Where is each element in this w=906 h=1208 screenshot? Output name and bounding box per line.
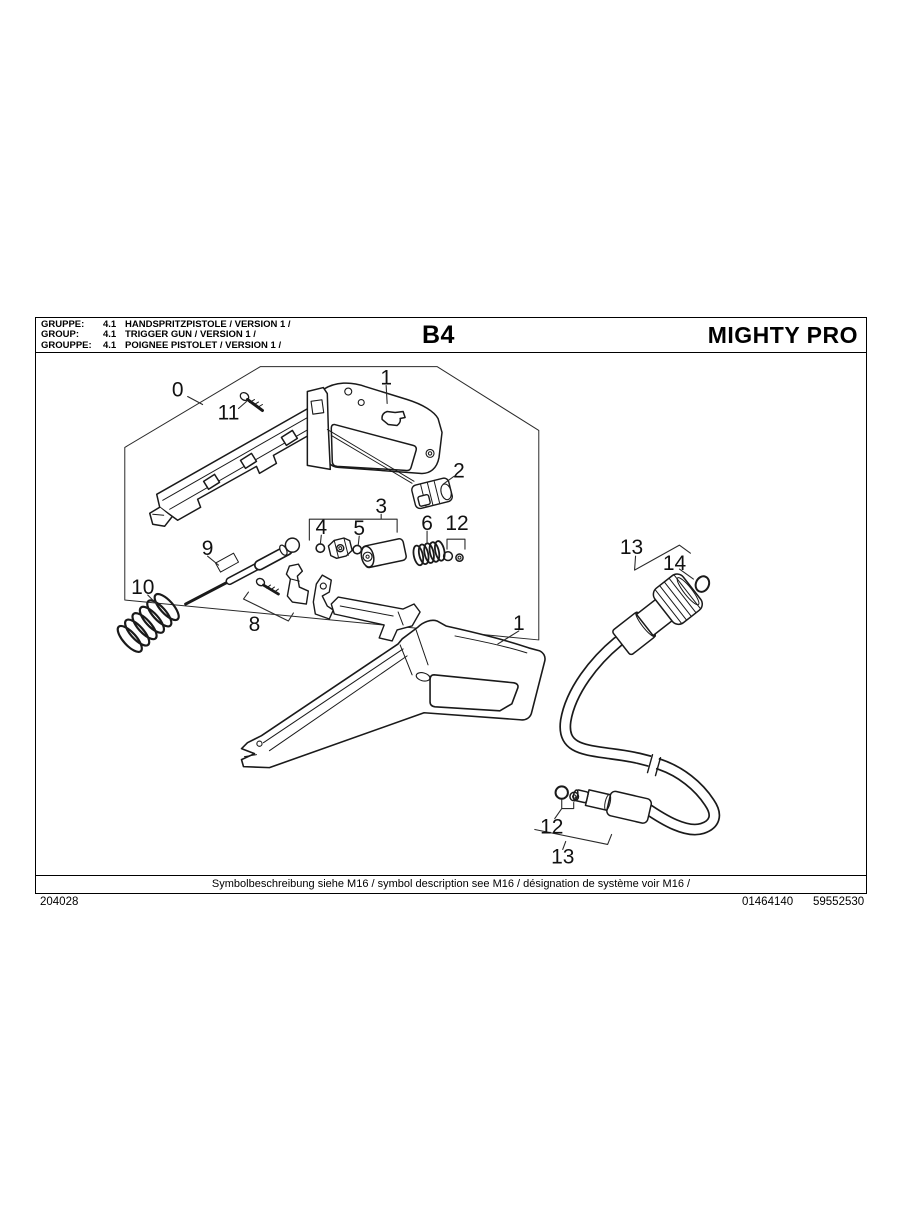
group-label: GRUPPE:: [41, 319, 85, 330]
part-callouts: 0 11 1 2 3 4 5 6 12 9 10 8 1 13 14 12 13: [131, 367, 686, 869]
group-label: GROUP:: [41, 329, 79, 341]
doc-number: 204028: [40, 896, 79, 908]
part-outlet-block: [411, 477, 453, 510]
part-label-6: 6: [421, 512, 433, 535]
group-code: 4.1: [103, 319, 117, 330]
ref-number-2: 59552530: [813, 896, 865, 908]
part-label-9: 9: [202, 537, 214, 560]
part-label-1-top: 1: [380, 367, 392, 390]
part-label-2: 2: [453, 459, 465, 482]
part-label-10: 10: [131, 576, 154, 599]
group-row-fr: GROUPPE: 4.1 POIGNEE PISTOLET / VERSION …: [41, 339, 291, 351]
part-trigger-assembly: [255, 563, 421, 642]
part-screw-11: [239, 391, 264, 412]
part-label-13-bottom: 13: [551, 845, 574, 868]
group-label: GROUPPE:: [41, 339, 92, 351]
part-seals-12-bottom: [554, 785, 580, 802]
part-label-1-bottom: 1: [513, 612, 525, 635]
part-oring-5: [352, 544, 363, 555]
explosion-boundary: [124, 366, 540, 641]
group-info: GRUPPE: 4.1 HANDSPRITZPISTOLE / VERSION …: [41, 319, 291, 351]
part-piston-rod: [184, 537, 301, 606]
part-label-14: 14: [663, 552, 687, 575]
part-oring-4: [315, 543, 326, 554]
leader-lines: [147, 385, 694, 850]
part-label-5: 5: [353, 517, 365, 540]
symbol-note: Symbolbeschreibung siehe M16 / symbol de…: [35, 875, 867, 894]
product-name: MIGHTY PRO: [707, 322, 858, 348]
group-code: 4.1: [103, 339, 117, 351]
exploded-diagram: 0 11 1 2 3 4 5 6 12 9 10 8 1 13 14 12 13: [35, 352, 867, 876]
part-label-12-bottom: 12: [540, 815, 563, 838]
header: GRUPPE: 4.1 HANDSPRITZPISTOLE / VERSION …: [35, 317, 867, 353]
part-oring-14: [694, 575, 711, 593]
part-label-12-top: 12: [445, 512, 468, 535]
sheet-code: B4: [422, 321, 455, 349]
part-hose-fitting: [572, 789, 653, 824]
part-valve-housing: [360, 538, 407, 569]
part-label-4: 4: [315, 516, 327, 539]
part-hose: [559, 635, 721, 836]
part-label-13-top: 13: [620, 536, 643, 559]
group-name: HANDSPRITZPISTOLE / VERSION 1 /: [125, 319, 291, 330]
part-label-8: 8: [249, 613, 261, 636]
part-rail: [148, 392, 348, 527]
part-label-0: 0: [172, 379, 184, 402]
group-name: POIGNEE PISTOLET / VERSION 1 /: [125, 339, 282, 351]
part-label-11: 11: [218, 401, 240, 424]
part-spring-10: [116, 592, 180, 654]
exploded-diagram-svg: 0 11 1 2 3 4 5 6 12 9 10 8 1 13 14 12 13: [116, 366, 721, 869]
part-spring-6: [412, 540, 446, 567]
part-valve: [327, 537, 353, 560]
group-row-en: GROUP: 4.1 TRIGGER GUN / VERSION 1 /: [41, 329, 291, 341]
part-label-3: 3: [375, 495, 387, 518]
ref-number-1: 01464140: [742, 896, 794, 908]
group-code: 4.1: [103, 329, 117, 341]
part-upper-housing: [306, 382, 443, 484]
part-lower-housing: [240, 619, 546, 769]
group-name: TRIGGER GUN / VERSION 1 /: [125, 329, 256, 341]
group-row-de: GRUPPE: 4.1 HANDSPRITZPISTOLE / VERSION …: [41, 319, 291, 330]
part-seals-12-top: [442, 551, 464, 562]
part-hose-connector-nut: [612, 573, 704, 656]
